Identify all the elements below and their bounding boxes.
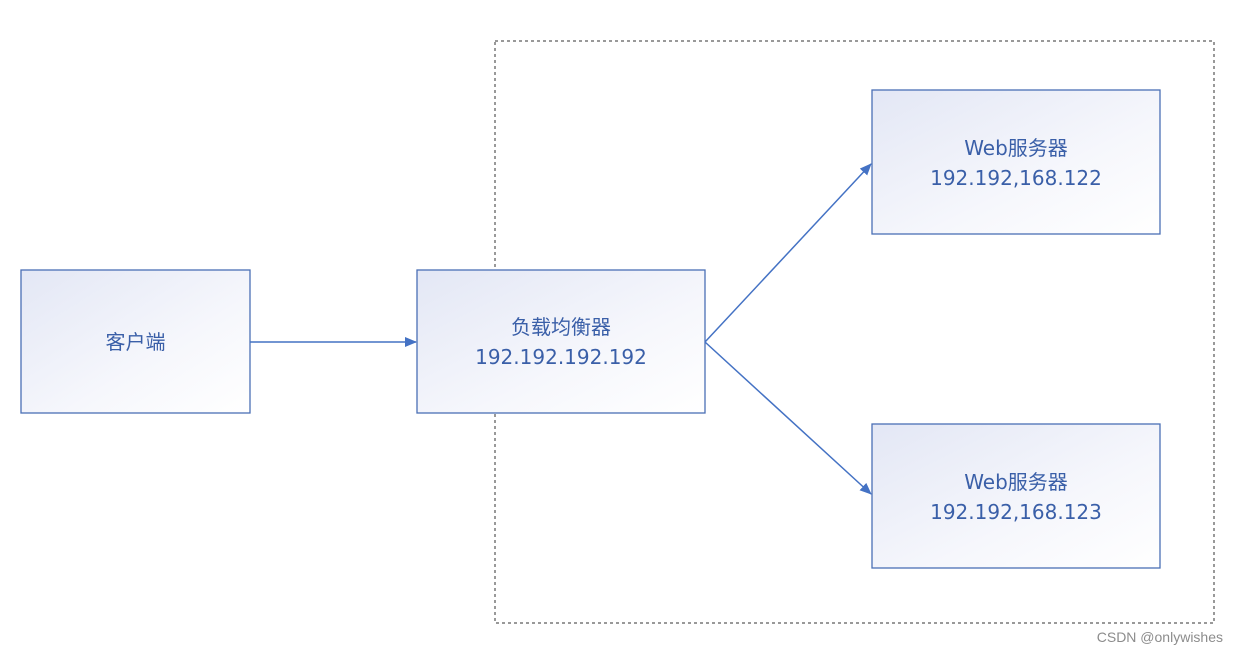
web-server-1-ip: 192.192,168.122 (930, 166, 1102, 190)
web-server-2-label: Web服务器 (964, 470, 1068, 494)
client-label: 客户端 (106, 330, 166, 354)
load-balancer-to-web-server-1-arrow (704, 163, 872, 343)
watermark: CSDN @onlywishes (1096, 629, 1223, 645)
web-server-1-label: Web服务器 (964, 136, 1068, 160)
load-balancer-node: 负载均衡器 192.192.192.192 (416, 269, 706, 414)
client-node: 客户端 (20, 269, 251, 414)
load-balancer-label: 负载均衡器 (511, 315, 611, 339)
web-server-1-node: Web服务器 192.192,168.122 (871, 89, 1161, 235)
client-box (20, 269, 251, 414)
web-server-1-box (871, 89, 1161, 235)
load-balancer-ip: 192.192.192.192 (475, 345, 647, 369)
web-server-2-box (871, 423, 1161, 569)
web-server-2-ip: 192.192,168.123 (930, 500, 1102, 524)
load-balancer-to-web-server-2-arrow (704, 341, 872, 495)
load-balancer-box (416, 269, 706, 414)
web-server-2-node: Web服务器 192.192,168.123 (871, 423, 1161, 569)
